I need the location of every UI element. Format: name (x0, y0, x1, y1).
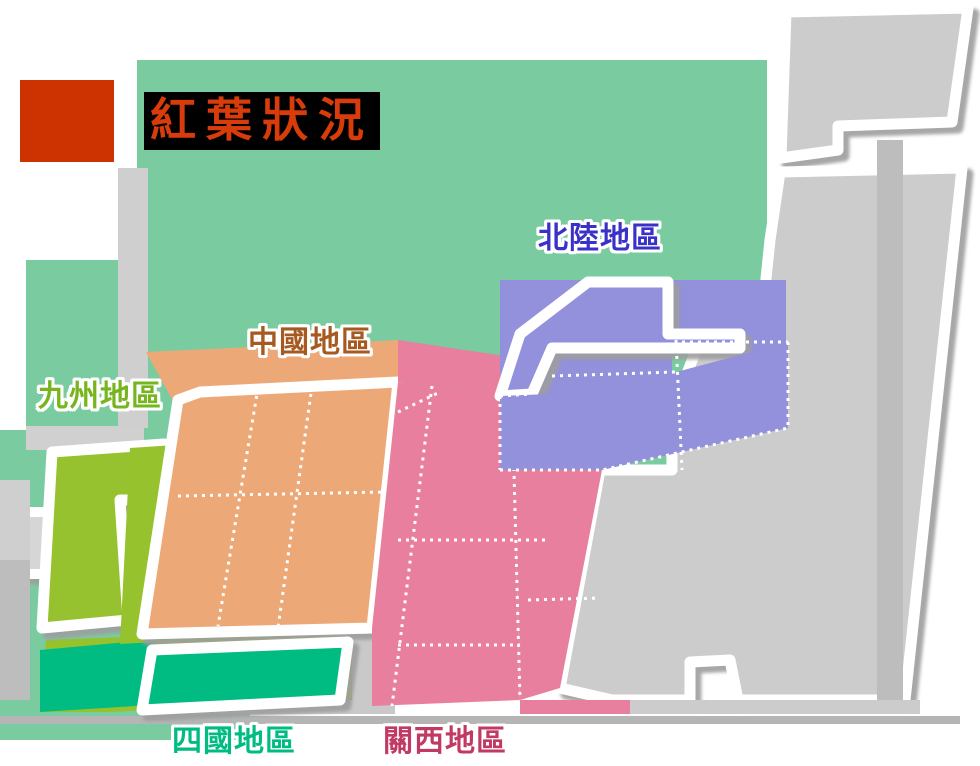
region-label-shikoku[interactable]: 四國地區 (172, 724, 296, 759)
shelf-bottom (560, 700, 920, 714)
kansai-body (372, 382, 520, 706)
region-hokkaido[interactable] (775, 2, 974, 164)
region-label-kyushu[interactable]: 九州地區 (38, 379, 162, 414)
shelf-right (877, 140, 903, 710)
legend: 紅葉狀況 (20, 80, 380, 162)
chugoku-prefecture-borders (177, 385, 387, 629)
baseline-strip (0, 716, 960, 724)
region-label-hokuriku[interactable]: 北陸地區 (538, 221, 662, 256)
kansai-foot (520, 700, 630, 714)
shelf-corner (0, 560, 30, 700)
shelf-mid (118, 168, 148, 428)
hokuriku-prefecture-borders (498, 339, 790, 472)
region-shikoku[interactable] (136, 636, 354, 716)
region-hokuriku[interactable] (494, 276, 790, 472)
region-label-chugoku[interactable]: 中國地區 (248, 325, 372, 360)
page-title: 紅葉狀況 (144, 92, 380, 150)
kansai-north (398, 340, 512, 392)
region-label-kansai[interactable]: 關西地區 (383, 724, 507, 759)
hokuriku-south (500, 342, 788, 470)
region-chugoku[interactable] (136, 340, 404, 640)
legend-color-swatch[interactable] (20, 80, 114, 162)
